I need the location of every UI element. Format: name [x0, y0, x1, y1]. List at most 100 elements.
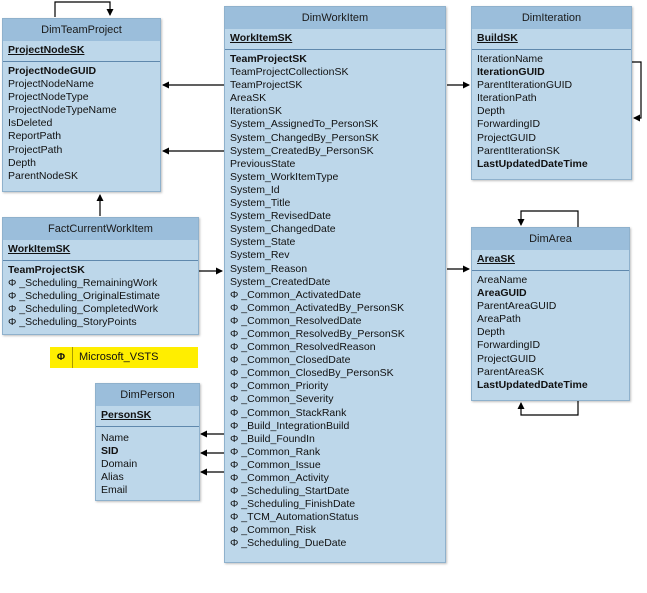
field-dim-work-item-8: PreviousState — [230, 157, 296, 170]
entity-title: DimArea — [472, 228, 629, 250]
field-dim-work-item-5: System_AssignedTo_PersonSK — [230, 118, 379, 131]
field-dim-area-7: ParentAreaSK — [477, 365, 545, 378]
dimarea-self-connector-bottom — [517, 401, 579, 416]
field-dim-work-item-11: System_Title — [230, 197, 291, 210]
dimteamproject-self-connector — [54, 1, 114, 17]
entity-title: DimPerson — [96, 384, 199, 406]
field-dim-iteration-0: IterationName — [477, 53, 543, 65]
field-fact-current-work-item-2: Φ _Scheduling_OriginalEstimate — [8, 290, 160, 303]
legend-symbol: Φ — [50, 347, 73, 368]
field-dim-work-item-24: Φ _Common_ClosedBy_PersonSK — [230, 367, 394, 380]
field-dim-person-2: Domain — [101, 458, 138, 471]
field-dim-iteration-5: ForwardingID — [477, 118, 541, 131]
field-dim-team-project-3: ProjectNodeTypeName — [8, 104, 117, 117]
field-dim-work-item-36: Φ _Common_Risk — [230, 524, 316, 537]
primary-key: WorkItemSK — [3, 240, 198, 261]
field-dim-person-0: Name — [101, 432, 130, 444]
field-dim-iteration-7: ParentIterationSK — [477, 144, 560, 157]
entity-dimteamproject: DimTeamProject ProjectNodeSK ProjectNode… — [2, 18, 161, 192]
field-dim-team-project-5: ReportPath — [8, 130, 62, 143]
field-fact-current-work-item-4: Φ _Scheduling_StoryPoints — [8, 316, 137, 329]
field-dim-work-item-2: TeamProjectSK — [230, 79, 303, 92]
field-dim-work-item-4: IterationSK — [230, 105, 282, 118]
field-dim-work-item-19: Φ _Common_ActivatedBy_PersonSK — [230, 301, 405, 314]
field-dim-area-4: Depth — [477, 326, 506, 339]
entity-factcurrentworkitem: FactCurrentWorkItem WorkItemSK TeamProje… — [2, 217, 199, 335]
field-dim-work-item-7: System_CreatedBy_PersonSK — [230, 144, 374, 157]
field-dim-area-6: ProjectGUID — [477, 352, 536, 365]
entity-title: DimIteration — [472, 7, 631, 29]
field-dim-person-1: SID — [101, 445, 119, 458]
dimiteration-self-connector — [632, 61, 642, 122]
field-dim-team-project-6: ProjectPath — [8, 143, 63, 156]
field-dim-iteration-3: IterationPath — [477, 92, 537, 105]
field-dim-team-project-2: ProjectNodeType — [8, 91, 89, 104]
primary-key: BuildSK — [472, 29, 631, 50]
entity-title: DimWorkItem — [225, 7, 445, 29]
field-dim-team-project-1: ProjectNodeName — [8, 78, 94, 91]
primary-key: AreaSK — [472, 250, 629, 271]
field-dim-area-8: LastUpdatedDateTime — [477, 378, 588, 391]
primary-key: WorkItemSK — [225, 29, 445, 50]
field-dim-work-item-21: Φ _Common_ResolvedBy_PersonSK — [230, 327, 405, 340]
field-dim-work-item-15: System_Rev — [230, 249, 290, 262]
field-dim-work-item-26: Φ _Common_Severity — [230, 393, 334, 406]
field-dim-work-item-17: System_CreatedDate — [230, 275, 331, 288]
field-dim-work-item-23: Φ _Common_ClosedDate — [230, 354, 351, 367]
field-dim-work-item-9: System_WorkItemType — [230, 170, 339, 183]
entity-title: FactCurrentWorkItem — [3, 218, 198, 240]
field-dim-work-item-28: Φ _Build_IntegrationBuild — [230, 419, 350, 432]
field-dim-work-item-32: Φ _Common_Activity — [230, 472, 329, 484]
field-dim-work-item-0: TeamProjectSK — [230, 53, 307, 65]
field-dim-area-2: ParentAreaGUID — [477, 300, 557, 313]
field-dim-work-item-14: System_State — [230, 236, 296, 249]
field-dim-work-item-30: Φ _Common_Rank — [230, 445, 321, 458]
field-dim-work-item-10: System_Id — [230, 183, 280, 196]
field-dim-work-item-18: Φ _Common_ActivatedDate — [230, 288, 361, 301]
field-dim-team-project-4: IsDeleted — [8, 117, 53, 130]
field-dim-work-item-16: System_Reason — [230, 262, 308, 275]
field-dim-work-item-3: AreaSK — [230, 92, 267, 105]
field-dim-iteration-1: IterationGUID — [477, 66, 545, 79]
field-dim-person-3: Alias — [101, 471, 124, 484]
field-dim-area-3: AreaPath — [477, 313, 521, 326]
legend-microsoft-vsts: Φ Microsoft_VSTS — [50, 347, 198, 368]
field-fact-current-work-item-0: TeamProjectSK — [8, 264, 85, 276]
field-dim-person-4: Email — [101, 484, 128, 497]
field-fact-current-work-item-3: Φ _Scheduling_CompletedWork — [8, 303, 159, 316]
entity-title: DimTeamProject — [3, 19, 160, 41]
field-dim-work-item-22: Φ _Common_ResolvedReason — [230, 341, 376, 354]
field-dim-work-item-12: System_RevisedDate — [230, 210, 331, 223]
field-dim-work-item-37: Φ _Scheduling_DueDate — [230, 537, 347, 550]
field-dim-work-item-20: Φ _Common_ResolvedDate — [230, 314, 362, 327]
field-dim-work-item-27: Φ _Common_StackRank — [230, 406, 347, 419]
field-dim-iteration-6: ProjectGUID — [477, 131, 536, 144]
field-dim-work-item-13: System_ChangedDate — [230, 223, 336, 236]
field-dim-work-item-31: Φ _Common_Issue — [230, 458, 321, 471]
field-fact-current-work-item-1: Φ _Scheduling_RemainingWork — [8, 277, 158, 290]
field-dim-work-item-1: TeamProjectCollectionSK — [230, 66, 349, 79]
legend-label: Microsoft_VSTS — [79, 351, 159, 363]
field-dim-team-project-7: Depth — [8, 156, 37, 169]
field-dim-work-item-33: Φ _Scheduling_StartDate — [230, 485, 350, 498]
field-dim-area-5: ForwardingID — [477, 339, 541, 352]
field-dim-team-project-8: ParentNodeSK — [8, 169, 79, 182]
field-dim-work-item-6: System_ChangedBy_PersonSK — [230, 131, 379, 144]
field-dim-area-0: AreaName — [477, 274, 528, 286]
field-dim-team-project-0: ProjectNodeGUID — [8, 65, 97, 77]
field-dim-work-item-25: Φ _Common_Priority — [230, 380, 329, 393]
dimarea-self-connector-top — [517, 210, 579, 227]
field-dim-iteration-2: ParentIterationGUID — [477, 79, 573, 92]
field-dim-area-1: AreaGUID — [477, 287, 527, 300]
